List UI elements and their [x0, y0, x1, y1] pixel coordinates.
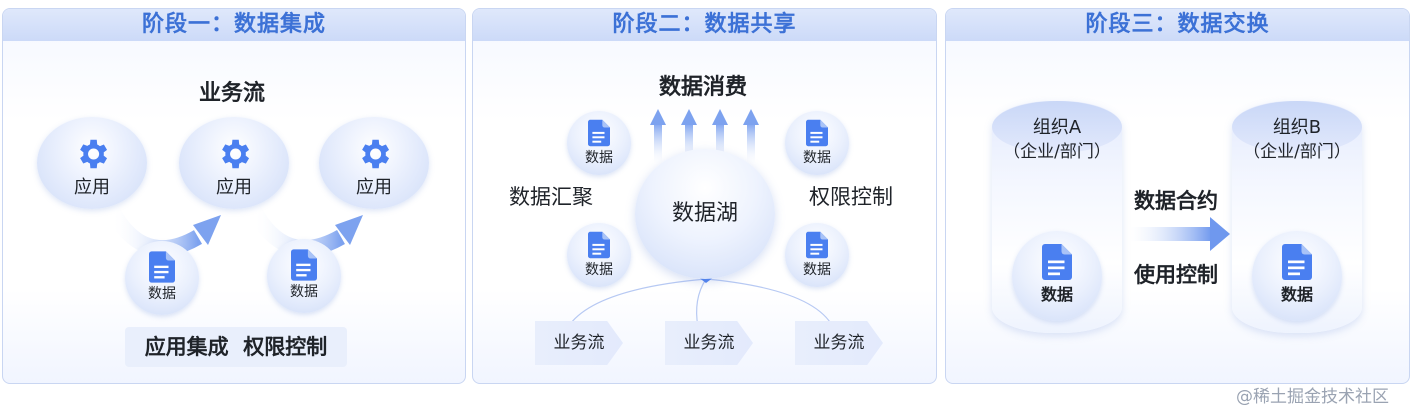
stage3-org-b-data-label: 数据	[1280, 285, 1313, 304]
stage3-panel: 阶段三：数据交换 组织A （企业/部门） 数据 数据合约 使用控制 组织B	[945, 8, 1410, 384]
stage1-app-1: 应用	[37, 117, 147, 209]
document-icon	[806, 231, 828, 259]
stage2-data-3: 数据	[785, 111, 849, 175]
document-icon	[149, 251, 175, 283]
stage3-title: 阶段三：数据交换	[946, 9, 1409, 41]
stage3-org-b-sub: （企业/部门）	[1243, 142, 1351, 162]
stage2-up-arrow-3	[712, 109, 728, 163]
stage2-up-arrow-4	[743, 109, 759, 163]
stage3-org-a-data: 数据	[1012, 231, 1102, 321]
stage2-connector-2	[696, 278, 707, 328]
stage1-app-3-label: 应用	[356, 177, 392, 198]
stage1-panel: 阶段一：数据集成 业务流 应用 应用 应用	[2, 8, 466, 384]
stage2-up-arrow-1	[650, 109, 666, 163]
document-icon	[588, 119, 610, 147]
stage2-connector-3	[705, 278, 834, 328]
document-icon	[588, 231, 610, 259]
gear-icon	[362, 139, 390, 169]
stage2-data-4: 数据	[785, 223, 849, 287]
stage2-data-lake: 数据湖	[635, 149, 775, 279]
stage2-data-3-label: 数据	[803, 150, 831, 166]
stage3-org-b-cylinder-top	[1232, 101, 1362, 153]
stage3-org-b-cylinder: 组织B （企业/部门） 数据	[1232, 101, 1362, 333]
stage3-contract-label: 数据合约	[1134, 189, 1218, 213]
stage3-usage-label: 使用控制	[1134, 263, 1218, 287]
watermark: @稀土掘金技术社区	[1236, 387, 1389, 407]
stage1-data-1: 数据	[125, 241, 199, 315]
stage2-title: 阶段二：数据共享	[473, 9, 936, 41]
stage1-app-2: 应用	[179, 117, 289, 209]
stage1-bottom-tags: 应用集成 权限控制	[125, 327, 347, 367]
document-icon	[291, 249, 317, 281]
stage3-org-a-data-label: 数据	[1040, 285, 1073, 304]
stage3-exchange-arrow	[1130, 217, 1230, 251]
stage2-flow-1: 业务流	[535, 321, 623, 365]
stage3-org-a-label: 组织A	[1032, 117, 1082, 138]
stage2-data-1: 数据	[567, 111, 631, 175]
stage2-up-arrow-2	[681, 109, 697, 163]
stage1-app-3: 应用	[319, 117, 429, 209]
stage2-access-label: 权限控制	[809, 185, 893, 209]
stage1-data-2: 数据	[267, 239, 341, 313]
stage2-data-2: 数据	[567, 223, 631, 287]
stage3-org-b-data: 数据	[1252, 231, 1342, 321]
stage2-data-4-label: 数据	[803, 262, 831, 278]
stage2-connector-1	[567, 278, 707, 328]
stage1-title: 阶段一：数据集成	[3, 9, 465, 41]
stage3-org-b-label: 组织B	[1272, 117, 1322, 138]
stage1-data-1-label: 数据	[148, 286, 176, 302]
stage3-org-a-cylinder: 组织A （企业/部门） 数据	[992, 101, 1122, 333]
stage1-data-2-label: 数据	[290, 284, 318, 300]
stage1-app-2-label: 应用	[216, 177, 252, 198]
stage3-org-a-sub: （企业/部门）	[1003, 142, 1111, 162]
stage1-app-1-label: 应用	[74, 177, 110, 198]
document-icon	[1282, 244, 1312, 280]
stage2-flow-3: 业务流	[795, 321, 883, 365]
stage2-aggregate-label: 数据汇聚	[509, 185, 593, 209]
stage1-arrow-2-head	[335, 215, 363, 245]
document-icon	[1042, 244, 1072, 280]
stage2-panel: 阶段二：数据共享 数据消费 数据湖 数据汇聚 权限控制 数据	[472, 8, 937, 384]
stage1-flow-label: 业务流	[199, 81, 266, 106]
gear-icon	[80, 139, 108, 169]
stage2-consume-label: 数据消费	[659, 75, 748, 100]
stage3-org-a-cylinder-top	[992, 101, 1122, 153]
stage2-lake-label: 数据湖	[671, 201, 738, 226]
stage1-arrow-1-head	[193, 215, 221, 245]
stage2-data-2-label: 数据	[585, 262, 613, 278]
stage2-data-1-label: 数据	[585, 150, 613, 166]
gear-icon	[222, 139, 250, 169]
document-icon	[806, 119, 828, 147]
stage2-flow-2: 业务流	[665, 321, 753, 365]
